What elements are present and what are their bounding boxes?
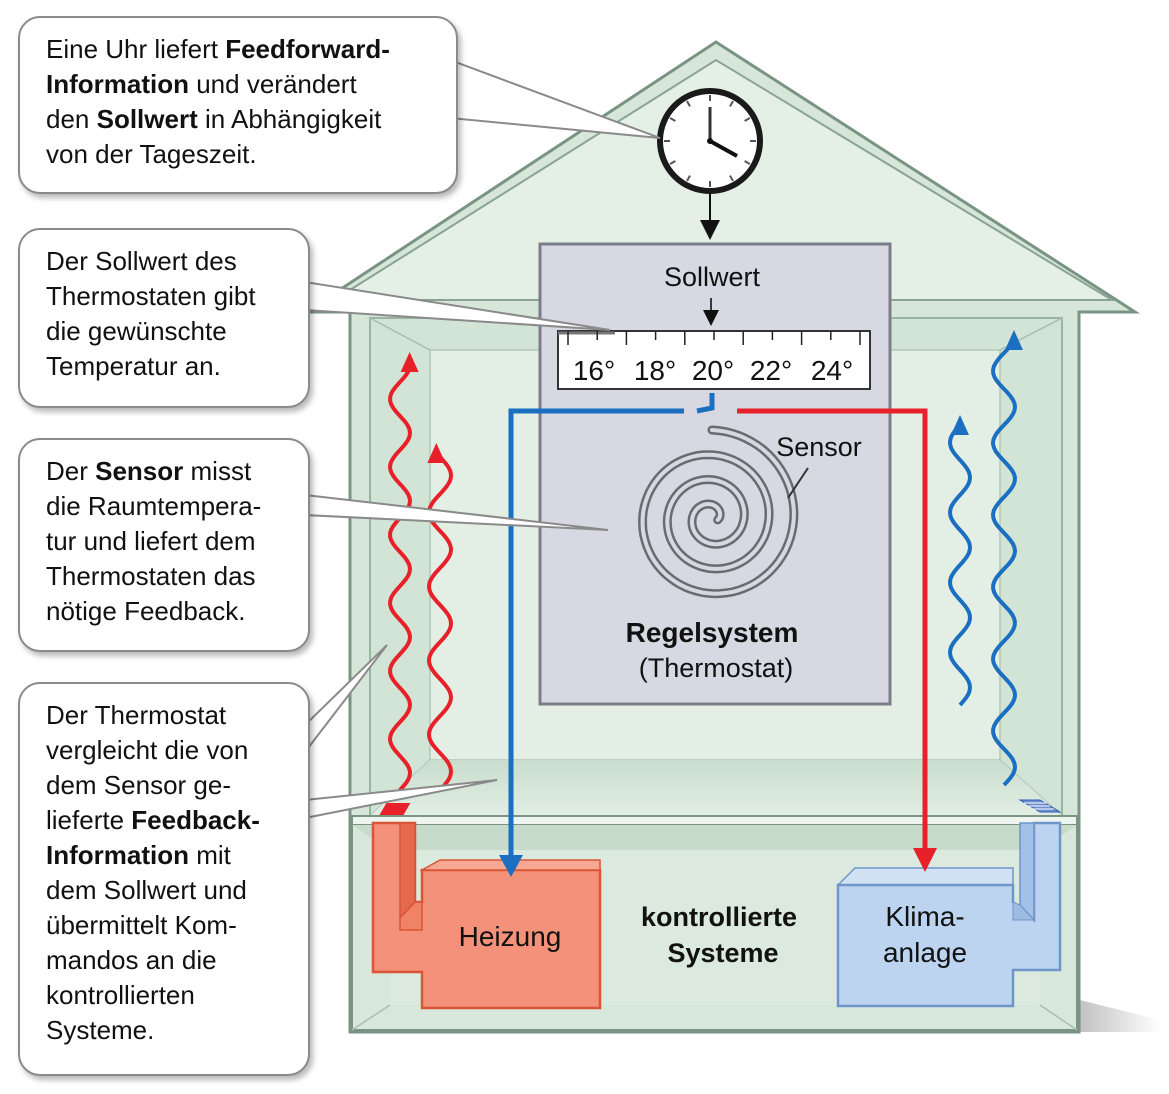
callout-thermostat: Der Thermostat vergleicht die von dem Se…	[18, 682, 310, 1076]
callout-clock: Eine Uhr liefert Feedforward- Informatio…	[18, 16, 458, 194]
callout-thermostat-text: mit	[189, 840, 231, 870]
callout-sensor-text: die Raumtempera-	[46, 491, 262, 521]
cool-wave-icon	[948, 423, 972, 707]
ac-label-line1: Klima-	[885, 901, 964, 932]
scale-label: 22°	[750, 355, 792, 386]
callout-setpoint-text: Temperatur an.	[46, 351, 221, 381]
clock-tick	[686, 175, 691, 182]
heater-label: Heizung	[459, 921, 562, 952]
leader-sensor	[304, 493, 609, 531]
callout-thermostat-text: Systeme.	[46, 1015, 155, 1045]
leader-thermostat-a	[304, 644, 388, 755]
cool-wave-icon-head	[951, 415, 969, 435]
callout-clock-text: den	[46, 104, 97, 134]
vent-icon	[1018, 799, 1062, 813]
callout-thermostat-text: lieferte	[46, 805, 132, 835]
clock-tick	[669, 160, 676, 165]
clock-tick	[744, 117, 751, 122]
cool-wave-icon	[990, 339, 1018, 787]
callout-clock-text: Eine Uhr liefert	[46, 34, 226, 64]
callout-thermostat-text: übermittelt Kom-	[46, 910, 237, 940]
clock-icon	[657, 88, 763, 194]
heat-command-line	[499, 393, 715, 877]
thermostat-panel: Sollwert 16° 18° 20° 22° 24° Sensor Regelsys…	[538, 242, 892, 706]
callout-thermostat-text: vergleicht die von	[46, 735, 249, 765]
sensor-pointer	[787, 467, 809, 499]
sensor-label: Sensor	[776, 432, 862, 462]
callout-sensor-text: misst	[183, 456, 252, 486]
scale-label: 18°	[634, 355, 676, 386]
leader-clock	[449, 58, 661, 139]
callout-clock-bold: Sollwert	[96, 104, 198, 134]
clock-tick	[729, 175, 734, 182]
callout-setpoint-text: die gewünschte	[46, 316, 227, 346]
cool-wave-icon-head	[1004, 330, 1023, 350]
callout-setpoint-text: Thermostaten gibt	[46, 281, 256, 311]
callout-sensor-text: nötige Feedback.	[46, 596, 246, 626]
heat-wave-icon-head	[427, 443, 446, 463]
leader-thermostat-b	[304, 779, 498, 820]
clock-tick	[729, 100, 734, 107]
ground-shadow	[1080, 1000, 1160, 1032]
callout-sensor-text: tur und liefert dem	[46, 526, 256, 556]
callout-thermostat-bold: Information	[46, 840, 189, 870]
callout-thermostat-text: dem Sensor ge-	[46, 770, 231, 800]
regelsystem-title: Regelsystem	[626, 617, 799, 648]
callout-thermostat-text: dem Sollwert und	[46, 875, 247, 905]
callout-setpoint-text: Der Sollwert des	[46, 246, 237, 276]
callout-thermostat-text: kontrollierten	[46, 980, 195, 1010]
ac-unit: Klima- anlage	[836, 821, 1062, 1008]
scale-label: 16°	[573, 355, 615, 386]
callout-sensor-text: Der	[46, 456, 96, 486]
scale-label: 20°	[692, 355, 734, 386]
callout-clock-bold: Feedforward-	[225, 34, 390, 64]
callout-clock-bold: Information	[46, 69, 189, 99]
heat-wave-icon-head	[400, 352, 419, 372]
clock-tick	[686, 100, 691, 107]
callout-sensor-text: Thermostaten das	[46, 561, 256, 591]
callout-thermostat-text: mandos an die	[46, 945, 217, 975]
scale-label: 24°	[811, 355, 853, 386]
cooling-command-line	[737, 408, 937, 872]
ac-label-line2: anlage	[883, 937, 967, 968]
controlled-systems-label-line1: kontrollierte	[641, 902, 797, 932]
heat-wave-icon	[387, 361, 413, 792]
callout-thermostat-bold: Feedback-	[131, 805, 260, 835]
callout-setpoint: Der Sollwert des Thermostaten gibt die g…	[18, 228, 310, 408]
callout-clock-text: von der Tageszeit.	[46, 139, 257, 169]
callout-sensor: Der Sensor misst die Raumtempera- tur un…	[18, 438, 310, 652]
callout-clock-text: und verändert	[189, 69, 357, 99]
callout-thermostat-text: Der Thermostat	[46, 700, 227, 730]
regelsystem-subtitle: (Thermostat)	[639, 653, 794, 683]
heater-unit: Heizung	[371, 803, 602, 1010]
clock-tick	[669, 117, 676, 122]
leader-setpoint	[304, 280, 611, 331]
callout-clock-text: in Abhängigkeit	[197, 104, 382, 134]
clock-tick	[744, 160, 751, 165]
controlled-systems-label-line2: Systeme	[667, 938, 778, 968]
setpoint-label: Sollwert	[664, 262, 761, 292]
callout-sensor-bold: Sensor	[95, 456, 184, 486]
